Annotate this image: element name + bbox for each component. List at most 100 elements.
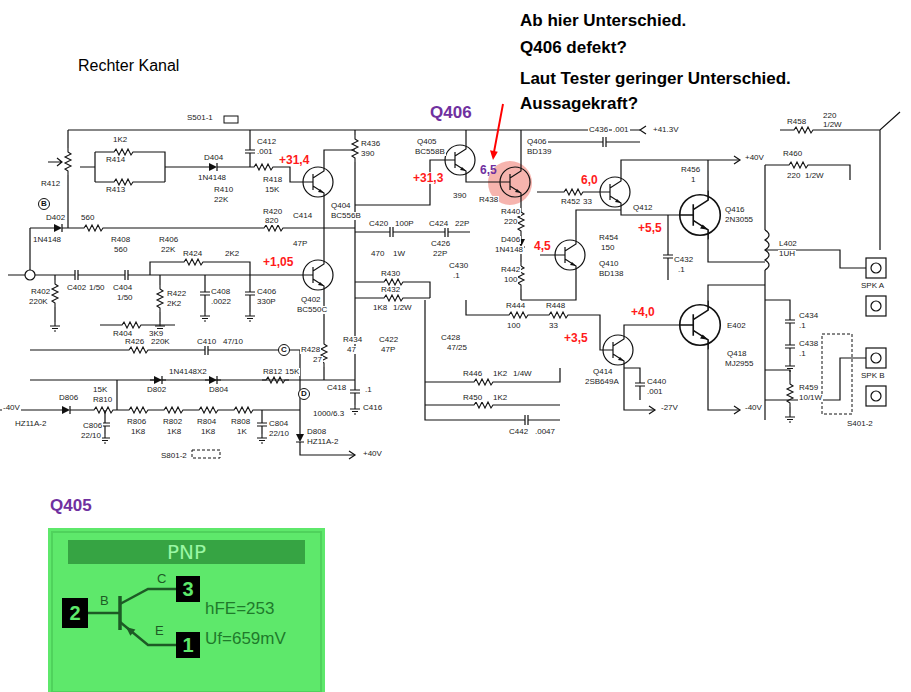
component-label: SPK B [860, 372, 886, 380]
component-label: 1K2 [112, 136, 128, 144]
voltage-reading: +1,05 [262, 256, 294, 268]
component-label: 2K2 [166, 300, 182, 308]
speaker-terminal [871, 301, 881, 311]
component-symbol [262, 377, 289, 383]
component-label: R426 [124, 338, 145, 346]
component-symbol [560, 189, 587, 195]
component-label: R448 [545, 302, 566, 310]
component-symbol [157, 285, 163, 312]
component-symbol [257, 434, 267, 443]
component-symbol [785, 413, 795, 422]
component-label: R424 [182, 250, 203, 258]
component-symbol [250, 164, 277, 170]
component-label: Q414 [592, 368, 614, 376]
diagram-title: Rechter Kanal [78, 58, 179, 74]
component-symbol [200, 287, 210, 300]
component-label: 1 [690, 176, 696, 184]
component-label: 1/2W [392, 304, 413, 312]
pin-number-box: 3 [176, 576, 200, 602]
speaker-terminal [866, 258, 886, 278]
component-symbol [150, 376, 166, 384]
box-text: D [301, 390, 307, 398]
component-label: R442 [500, 266, 521, 274]
component-symbol [500, 164, 530, 200]
voltage-reading: +5,5 [637, 222, 663, 234]
tester-screen [48, 528, 325, 692]
component-label: R459 [798, 384, 819, 392]
component-symbol [520, 415, 533, 425]
speaker-terminal [871, 391, 881, 401]
component-label: C806 [82, 422, 103, 430]
component-symbol [635, 378, 645, 391]
component-label: Q418 [726, 350, 748, 358]
component-label: C410 [196, 338, 217, 346]
box-text: C [281, 346, 287, 354]
component-label: C432 [673, 256, 694, 264]
component-symbol [50, 322, 60, 331]
component-label: 390 [360, 150, 375, 158]
component-label: 1/50 [116, 294, 134, 302]
component-symbol [545, 312, 572, 318]
component-symbol [350, 405, 360, 414]
component-label: Q410 [598, 260, 620, 268]
component-label: R406 [158, 236, 179, 244]
display-text: Uf=659mV [205, 630, 286, 647]
component-symbol [195, 407, 222, 413]
component-label: 560 [80, 214, 95, 222]
component-label: -40V [744, 404, 763, 412]
component-label: Q416 [724, 206, 746, 214]
component-label: R450 [462, 394, 483, 402]
red-pointer-arrow [490, 104, 503, 160]
switch-symbol [224, 116, 238, 123]
component-label: 22/10 [80, 432, 102, 440]
component-label: R422 [166, 290, 187, 298]
tester-screen [52, 532, 321, 692]
component-label: R404 [112, 330, 133, 338]
supply-arrow [734, 156, 740, 164]
pin-number-box: 2 [62, 598, 88, 628]
component-label: 150 [600, 244, 615, 252]
component-label: R810 [92, 396, 113, 404]
voltage-reading: +3,5 [563, 332, 589, 344]
component-symbol [245, 145, 255, 158]
component-label: R418 [262, 176, 283, 184]
red-pointer-arrow [494, 104, 503, 152]
component-label: BD139 [526, 148, 552, 156]
component-label: R438 [478, 196, 499, 204]
component-label: HZ11A-2 [14, 420, 47, 428]
component-label: 22K [160, 246, 176, 254]
pin-number-box: 1 [176, 632, 200, 658]
tester-display: Q405CBEhFE=253Uf=659mVPNP321 [48, 528, 325, 692]
tester-screen [48, 528, 325, 692]
component-label: C440 [646, 378, 667, 386]
component-label: C424 [428, 220, 449, 228]
component-symbol [350, 385, 360, 398]
component-symbol [52, 280, 58, 307]
component-label: D406 [500, 236, 521, 244]
component-label: R430 [380, 270, 401, 278]
supply-arrow [48, 158, 62, 166]
component-label: .1 [798, 322, 807, 330]
tester-transistor-symbol [88, 589, 176, 645]
component-label: Q405 [416, 138, 438, 146]
box-text: 3 [182, 579, 193, 599]
box-text: 1 [182, 635, 193, 655]
component-symbol [380, 295, 407, 301]
component-label: 1K8 [200, 428, 216, 436]
component-symbol [680, 191, 721, 240]
supply-arrow [649, 406, 655, 414]
voltage-reading: +4,0 [630, 306, 656, 318]
component-label: L402 [778, 240, 798, 248]
speaker-terminal [866, 258, 886, 406]
component-label: 1/4W [512, 370, 533, 378]
component-label: 1K [236, 428, 248, 436]
component-label: C442 [508, 428, 529, 436]
component-symbol [505, 312, 532, 318]
component-label: 1/50 [88, 284, 106, 292]
component-symbol [380, 279, 407, 285]
speaker-terminal [871, 263, 881, 273]
component-symbol [785, 162, 812, 168]
component-label: C414 [292, 212, 313, 220]
component-symbol [790, 127, 817, 133]
component-symbol [603, 332, 633, 368]
